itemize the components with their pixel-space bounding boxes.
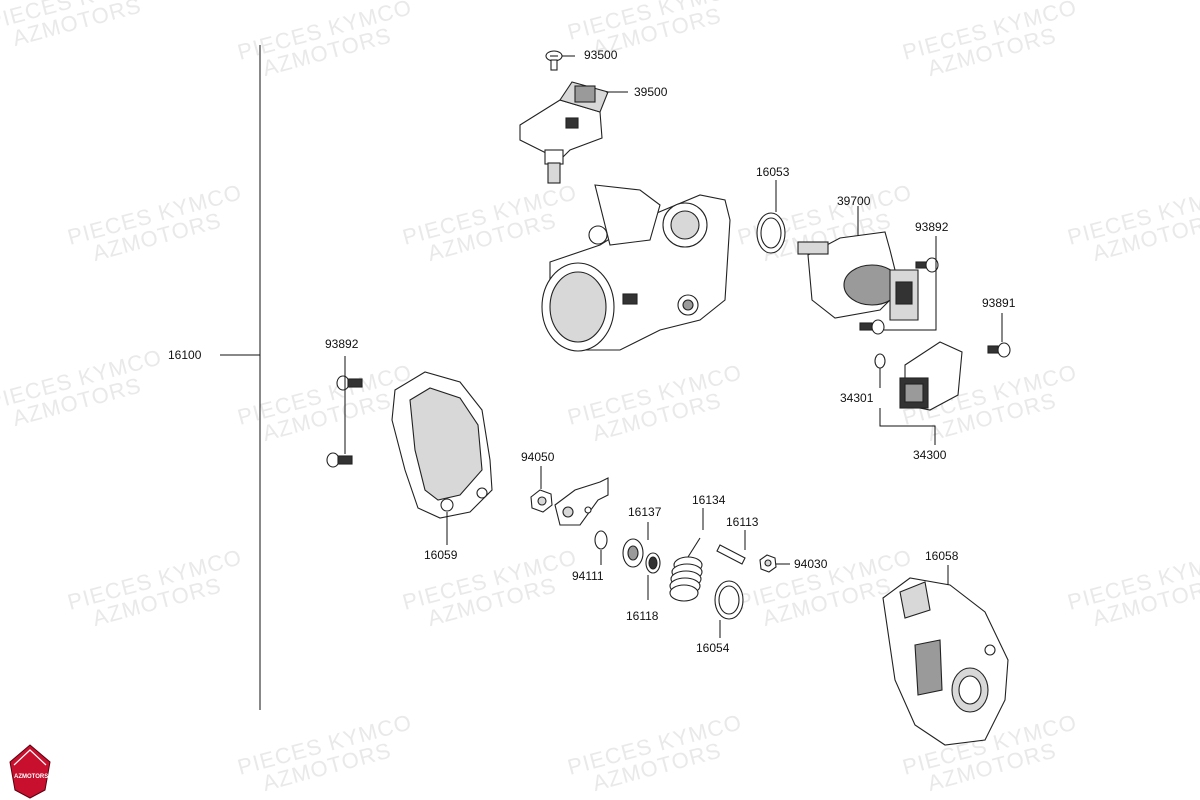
label-16059[interactable]: 16059 xyxy=(424,548,458,562)
screw-93892-upper[interactable] xyxy=(915,257,939,273)
throttle-lever-plate[interactable] xyxy=(554,477,609,526)
screw-93500[interactable] xyxy=(545,50,563,71)
cover-16058[interactable] xyxy=(882,577,1009,746)
screw-93892-left-upper[interactable] xyxy=(336,375,363,391)
seal-16118[interactable] xyxy=(645,552,661,574)
azmotors-logo: AZMOTORS xyxy=(9,744,51,799)
label-34300[interactable]: 34300 xyxy=(913,448,947,462)
label-39500[interactable]: 39500 xyxy=(634,85,668,99)
nut-94030[interactable] xyxy=(759,554,777,573)
pin-16113[interactable] xyxy=(716,544,746,565)
washer-94111[interactable] xyxy=(594,530,608,550)
sensor-34300[interactable] xyxy=(899,341,963,411)
leader-93892-upper xyxy=(884,236,937,331)
leader-34300 xyxy=(879,408,936,445)
oring-16054[interactable] xyxy=(714,580,744,620)
oring-34301[interactable] xyxy=(874,353,886,369)
label-16118[interactable]: 16118 xyxy=(626,609,659,623)
label-93892-upper[interactable]: 93892 xyxy=(915,220,949,234)
cover-16059[interactable] xyxy=(391,371,493,519)
nut-94050[interactable] xyxy=(530,489,553,513)
screw-93891[interactable] xyxy=(987,342,1011,358)
label-93500[interactable]: 93500 xyxy=(584,48,618,62)
assembly-label[interactable]: 16100 xyxy=(168,348,202,362)
throttle-body[interactable] xyxy=(541,184,731,352)
idle-valve-39700[interactable] xyxy=(797,231,919,321)
label-94030[interactable]: 94030 xyxy=(794,557,828,571)
label-34301[interactable]: 34301 xyxy=(840,391,874,405)
label-16054[interactable]: 16054 xyxy=(696,641,730,655)
bearing-16137[interactable] xyxy=(622,538,644,568)
label-93892-left[interactable]: 93892 xyxy=(325,337,359,351)
map-sensor-39500[interactable] xyxy=(519,81,609,184)
label-93891[interactable]: 93891 xyxy=(982,296,1016,310)
label-16113[interactable]: 16113 xyxy=(726,515,759,529)
label-16058[interactable]: 16058 xyxy=(925,549,959,563)
label-16137[interactable]: 16137 xyxy=(628,505,662,519)
screw-93892-left-lower[interactable] xyxy=(326,452,353,468)
svg-text:AZMOTORS: AZMOTORS xyxy=(14,774,48,780)
label-94111[interactable]: 94111 xyxy=(572,569,604,583)
spring-16134[interactable] xyxy=(669,537,703,602)
label-94050[interactable]: 94050 xyxy=(521,450,555,464)
label-16134[interactable]: 16134 xyxy=(692,493,726,507)
oring-16053[interactable] xyxy=(756,212,786,254)
screw-93892-lower[interactable] xyxy=(859,319,885,335)
label-16053[interactable]: 16053 xyxy=(756,165,790,179)
label-39700[interactable]: 39700 xyxy=(837,194,871,208)
